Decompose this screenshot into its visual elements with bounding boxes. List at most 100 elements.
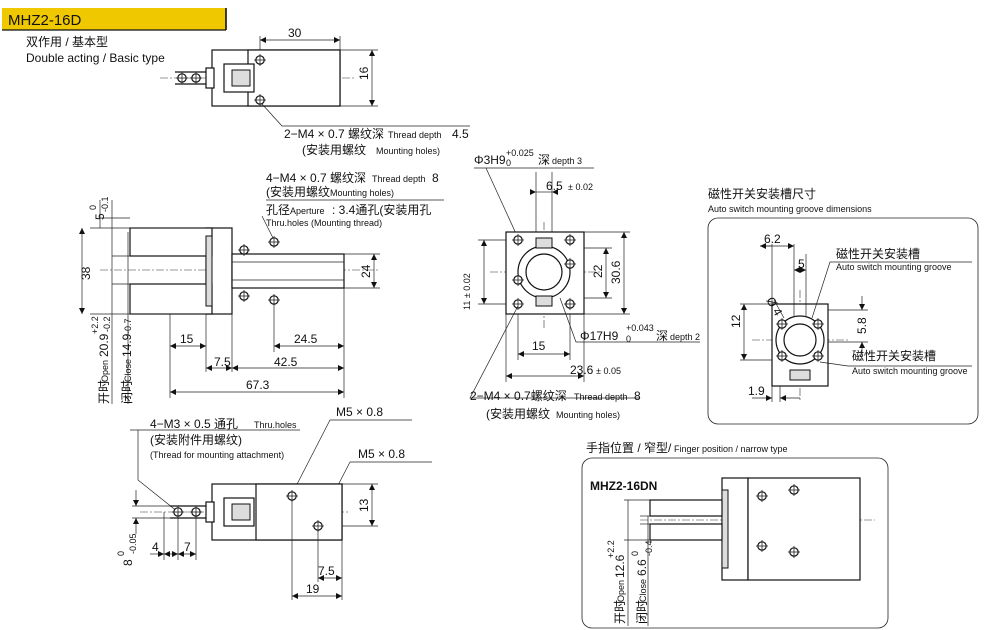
- bore-depth: 深: [538, 153, 550, 167]
- groove-section: 磁性开关安装槽尺寸 Auto switch mounting groove di…: [707, 186, 979, 425]
- dim-15: 15: [180, 332, 194, 346]
- bore-note: Φ3H9: [474, 153, 506, 167]
- big-depth: 深: [656, 329, 668, 343]
- bottom-dim-19: 19: [306, 582, 320, 596]
- front-thread-note: 2−M4 × 0.7螺纹深: [470, 389, 567, 403]
- dim-42-5: 42.5: [274, 355, 298, 369]
- bottom-dim-13: 13: [357, 498, 371, 512]
- groove-dim-5-8: 5.8: [855, 317, 869, 334]
- side-view: 4−M4 × 0.7 螺纹深 Thread depth 8 (安装用螺纹 Mou…: [79, 171, 444, 404]
- narrow-title-b: Finger position / narrow type: [674, 444, 788, 454]
- groove-title-en: Auto switch mounting groove dimensions: [708, 204, 872, 214]
- groove-label1-en: Auto switch mounting groove: [836, 262, 952, 272]
- bottom-m5-b: M5 × 0.8: [358, 447, 405, 461]
- header: MHZ2-16D 双作用 / 基本型 Double acting / Basic…: [2, 8, 227, 65]
- big-bore-tol-b: 0: [626, 334, 631, 344]
- bottom-note-a: 4−M3 × 0.5 通孔: [150, 417, 238, 431]
- groove-label2-en: Auto switch mounting groove: [852, 366, 968, 376]
- close-label: 闭时: [120, 380, 134, 404]
- dim-67-3: 67.3: [246, 378, 270, 392]
- front-mount-note: (安装用螺纹: [486, 406, 550, 421]
- close-val: 14.9: [120, 333, 134, 357]
- groove-title-cn: 磁性开关安装槽尺寸: [708, 186, 816, 201]
- bottom-dim-7: 7: [184, 540, 191, 554]
- bottom-note-b: (安装附件用螺纹): [150, 432, 242, 447]
- narrow-section: 手指位置 / 窄型/ Finger position / narrow type…: [581, 440, 889, 629]
- front-thread-note-en: Thread depth: [574, 392, 628, 402]
- narrow-open-label: 开时: [613, 600, 627, 624]
- narrow-model: MHZ2-16DN: [590, 479, 657, 493]
- groove-dim-6-2: 6.2: [764, 232, 781, 246]
- open-tol-b: -0.2: [102, 316, 112, 332]
- dim-23-6-tol: ± 0.05: [596, 366, 621, 376]
- dim-24-5: 24.5: [294, 332, 318, 346]
- narrow-close-en: Close: [638, 579, 648, 602]
- close-en: Close: [123, 359, 133, 382]
- open-en: Open: [100, 360, 110, 382]
- groove-frame: [707, 217, 979, 425]
- top-thread-note-en: Thread depth: [388, 130, 442, 140]
- title-banner: [2, 8, 226, 30]
- bore-tol-a: +0.025: [506, 148, 534, 158]
- dim-7-5: 7.5: [214, 355, 231, 369]
- open-tol-a: +2.2: [90, 316, 100, 334]
- narrow-open-tol: +2.2: [606, 540, 616, 558]
- model-title: MHZ2-16D: [8, 12, 82, 29]
- dim-38: 38: [79, 266, 93, 280]
- bottom-note-a-en: Thru.holes: [254, 420, 297, 430]
- dim-30: 30: [288, 26, 302, 40]
- big-depth-en: depth 2: [670, 332, 700, 342]
- top-thread-note: 2−M4 × 0.7 螺纹深: [284, 127, 384, 141]
- bottom-view: 4−M3 × 0.5 通孔 Thru.holes (安装附件用螺纹) (Thre…: [116, 405, 432, 600]
- side-note3-b: Aperture: [290, 206, 325, 216]
- front-mount-note-en: Mounting holes): [556, 410, 620, 420]
- bottom-dim-8-tol-b: -0.05: [128, 533, 138, 554]
- narrow-close-tol-a: 0: [630, 551, 640, 556]
- side-note3-c: : 3.4通孔(安装用孔: [332, 202, 431, 217]
- side-note1: 4−M4 × 0.7 螺纹深: [266, 171, 366, 185]
- subtitle-cn: 双作用 / 基本型: [26, 35, 108, 49]
- dim-6-5: 6.5: [546, 179, 563, 193]
- bore-tol-b: 0: [506, 158, 511, 168]
- bottom-dim-8: 8: [121, 559, 135, 566]
- big-bore: Φ17H9: [580, 329, 619, 343]
- narrow-title-a: 手指位置 / 窄型/: [586, 440, 672, 455]
- side-note2-en: Mounting holes): [330, 188, 394, 198]
- front-view: Φ3H9 +0.025 0 深 depth 3 6.5 ± 0.02 22 30…: [462, 148, 700, 421]
- groove-label1-cn: 磁性开关安装槽: [836, 246, 920, 261]
- bore-depth-en: depth 3: [552, 156, 582, 166]
- subtitle-en: Double acting / Basic type: [26, 51, 165, 65]
- open-label: 开时: [97, 380, 111, 404]
- narrow-frame: [581, 457, 889, 629]
- dim-15-front: 15: [532, 339, 546, 353]
- side-note3-d: Thru.holes (Mounting thread): [266, 218, 382, 228]
- big-bore-tol-a: +0.043: [626, 323, 654, 333]
- open-val: 20.9: [97, 333, 111, 357]
- dim-24: 24: [359, 264, 373, 278]
- dim-16: 16: [357, 66, 371, 80]
- side-note1-val: 8: [432, 171, 439, 185]
- side-note3-a: 孔径: [266, 203, 290, 217]
- bottom-note-c: (Thread for mounting attachment): [150, 450, 284, 460]
- narrow-close-label: 闭时: [635, 600, 649, 624]
- dim-22: 22: [591, 264, 605, 278]
- dim-6-5-tol: ± 0.02: [568, 182, 593, 192]
- narrow-close-val: 6.6: [635, 559, 649, 576]
- bottom-dim-7-5: 7.5: [318, 564, 335, 578]
- dim-30-6: 30.6: [609, 260, 623, 284]
- groove-dim-5: 5: [798, 257, 805, 271]
- bottom-dim-4: 4: [152, 540, 159, 554]
- front-thread-val: 8: [634, 389, 641, 403]
- bottom-m5-a: M5 × 0.8: [336, 405, 383, 419]
- dim-23-6: 23.6: [570, 363, 594, 377]
- dim-5-tol: 0: [88, 205, 98, 210]
- narrow-open-en: Open: [616, 580, 626, 602]
- groove-dim-1-9: 1.9: [748, 384, 765, 398]
- dim-5: 5: [93, 213, 107, 220]
- side-note1-en: Thread depth: [372, 174, 426, 184]
- top-thread-depth: 4.5: [452, 127, 469, 141]
- dim-5-tol2: -0.1: [100, 196, 110, 212]
- close-tol: -0.7: [123, 318, 133, 334]
- groove-dim-12: 12: [729, 314, 743, 328]
